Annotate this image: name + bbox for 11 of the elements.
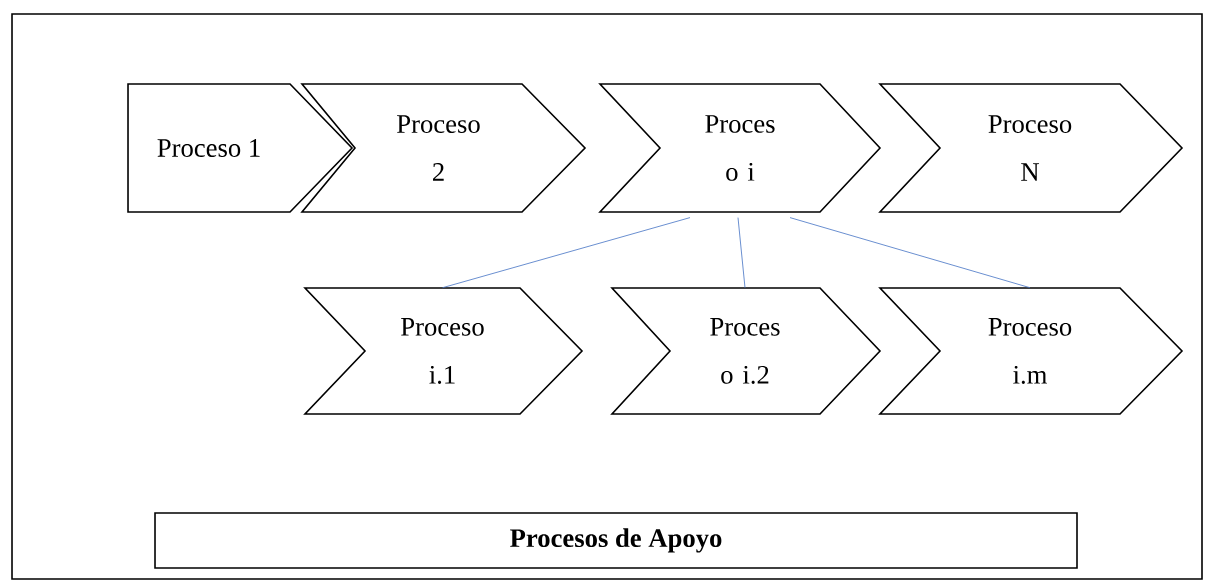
connector-line [442, 217, 691, 289]
process-step: Proces o i [598, 83, 882, 213]
process-step: Proceso i.1 [303, 287, 584, 415]
process-step: Proceso 2 [300, 83, 587, 213]
process-step: Proceso i.m [878, 287, 1184, 415]
connector-line [789, 217, 1031, 289]
connector-line [737, 217, 746, 289]
process-step: Proceso 1 [127, 83, 354, 213]
process-step: Proceso N [878, 83, 1184, 213]
support-process-box: Procesos de Apoyo [154, 512, 1078, 569]
process-step: Proces o i.2 [610, 287, 882, 415]
